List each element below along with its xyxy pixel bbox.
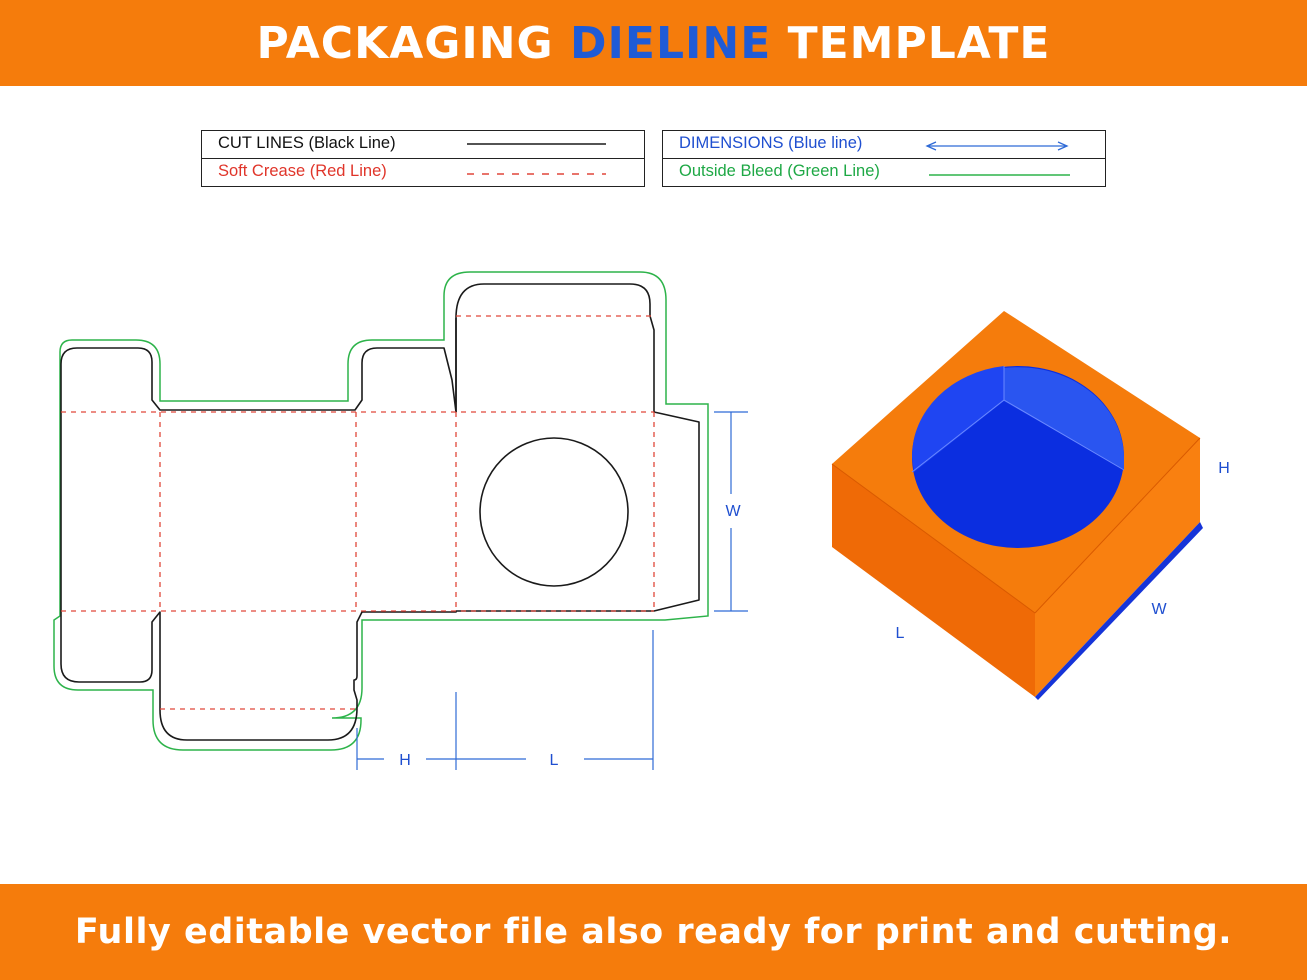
dieline-h-label: H <box>399 752 411 769</box>
box-top-edge-highlight <box>831 463 1036 614</box>
dimension-lines <box>356 411 748 770</box>
page-title: PACKAGING DIELINE TEMPLATE <box>256 17 1051 69</box>
footer-caption: Fully editable vector file also ready fo… <box>74 912 1233 952</box>
title-accent: DIELINE <box>570 17 772 69</box>
box-right-face <box>1035 438 1200 697</box>
legend-bleed-sample <box>929 174 1070 176</box>
dieline-l-label: L <box>550 752 559 769</box>
legend-row-cut: CUT LINES (Black Line) <box>202 131 644 158</box>
crease-lines <box>61 315 655 710</box>
legend-cut-sample <box>467 143 606 145</box>
box-3d-mockup <box>831 311 1203 700</box>
legend-dimension-sample <box>925 141 1069 151</box>
header-banner: PACKAGING DIELINE TEMPLATE <box>0 0 1307 86</box>
box-right-edge-shadow <box>1035 522 1203 700</box>
legend-cut-crease: CUT LINES (Black Line) Soft Crease (Red … <box>201 130 645 187</box>
box-window-fold-right <box>1003 399 1125 471</box>
box-w-label: W <box>1151 601 1167 618</box>
legend-crease-label: Soft Crease (Red Line) <box>218 162 387 180</box>
dieline-w-label: W <box>725 503 741 520</box>
legend-dimension-label: DIMENSIONS (Blue line) <box>679 134 863 152</box>
footer-banner: Fully editable vector file also ready fo… <box>0 884 1307 980</box>
legend-row-bleed: Outside Bleed (Green Line) <box>663 158 1105 186</box>
legend-row-crease: Soft Crease (Red Line) <box>202 158 644 186</box>
legend-cut-label: CUT LINES (Black Line) <box>218 134 396 152</box>
legend-bleed-label: Outside Bleed (Green Line) <box>679 162 880 180</box>
box-left-face <box>832 464 1035 697</box>
box-window-fold-left <box>911 399 1005 473</box>
box-h-label: H <box>1218 460 1230 477</box>
box-l-label: L <box>896 625 905 642</box>
bleed-outline <box>53 271 709 751</box>
legend-row-dimension: DIMENSIONS (Blue line) <box>663 131 1105 158</box>
box-window-inner-wall-left <box>911 366 1004 472</box>
box-window-inner-wall <box>1004 367 1124 470</box>
cut-outline <box>60 283 700 741</box>
legend-dimension-bleed: DIMENSIONS (Blue line) Outside Bleed (Gr… <box>662 130 1106 187</box>
box-right-edge-highlight <box>1034 437 1201 614</box>
